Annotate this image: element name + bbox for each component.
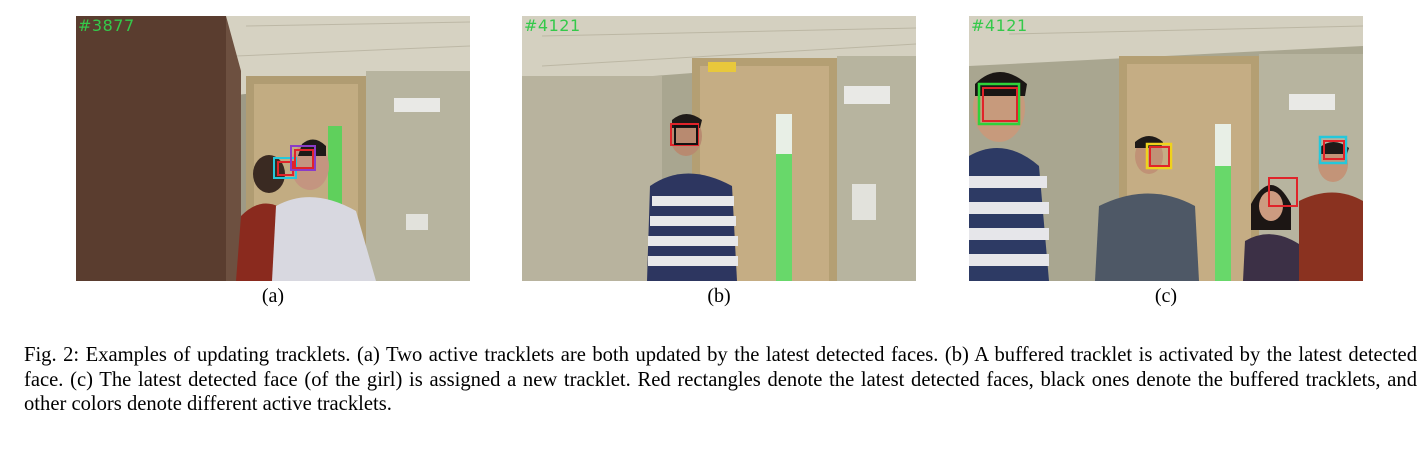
detected-face-box	[1149, 146, 1170, 167]
video-frame-a: #3877	[76, 16, 470, 281]
active-tracklet-box-cyan	[1318, 135, 1348, 165]
figure-caption: Fig. 2: Examples of updating tracklets. …	[24, 344, 1417, 415]
subfigure-label-a: (a)	[261, 285, 285, 307]
detected-face-box	[1323, 140, 1345, 160]
subfigure-label-b: (b)	[707, 285, 731, 307]
detected-face-box	[277, 161, 294, 176]
detected-face-box	[294, 149, 314, 169]
active-tracklet-box-yellow	[1145, 142, 1173, 170]
scene-c	[969, 16, 1363, 281]
frame-id-a: #3877	[78, 16, 135, 35]
detected-face-box	[982, 87, 1018, 122]
detected-face-box-new	[1268, 177, 1298, 207]
buffered-tracklet-box	[674, 125, 698, 145]
video-frame-b: #4121	[522, 16, 916, 281]
active-tracklet-box-green	[977, 82, 1021, 126]
scene-b	[522, 16, 916, 281]
frame-id-b: #4121	[524, 16, 581, 35]
video-frame-c: #4121	[969, 16, 1363, 281]
frame-id-c: #4121	[971, 16, 1028, 35]
active-tracklet-box-purple	[290, 145, 316, 171]
subfigure-label-c: (c)	[1154, 285, 1178, 307]
scene-a	[76, 16, 470, 281]
